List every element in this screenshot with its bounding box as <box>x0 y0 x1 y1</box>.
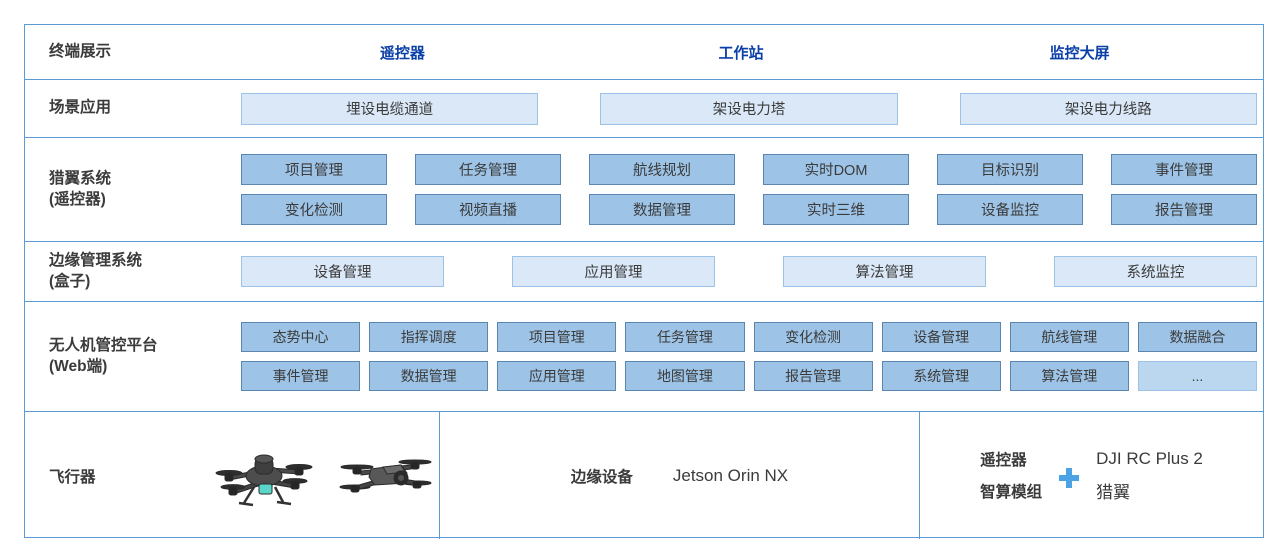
web-chip-system-management[interactable]: 系统管理 <box>881 361 1001 391</box>
row-label-terminal-display: 终端展示 <box>49 42 112 60</box>
row-terminal-display: 终端展示 遥控器 工作站 监控大屏 <box>25 25 1263 79</box>
web-chip-application-management[interactable]: 应用管理 <box>497 361 617 391</box>
edge-chip-device-management[interactable]: 设备管理 <box>241 256 444 287</box>
hardware-value-compute-module: 猎翼 <box>1096 483 1131 502</box>
web-chip-task-management[interactable]: 任务管理 <box>625 322 745 352</box>
row-label-lieyi-system: 猎翼系统 (遥控器) <box>25 169 233 211</box>
lieyi-chip-task-management[interactable]: 任务管理 <box>415 154 561 185</box>
lieyi-chip-route-planning[interactable]: 航线规划 <box>589 154 735 185</box>
lieyi-chip-change-detection[interactable]: 变化检测 <box>241 194 387 225</box>
scene-chip-cable-conduit[interactable]: 埋设电缆通道 <box>241 92 539 125</box>
edge-management-items: 设备管理 应用管理 算法管理 系统监控 <box>233 256 1257 287</box>
terminal-item-monitor-wall[interactable]: 监控大屏 <box>1049 44 1110 62</box>
row-uav-control-platform: 无人机管控平台 (Web端) 态势中心 指挥调度 项目管理 任务管理 变化检测 … <box>25 301 1263 411</box>
lieyi-chip-report-management[interactable]: 报告管理 <box>1111 194 1257 225</box>
web-chip-more[interactable]: ... <box>1137 361 1257 391</box>
web-chip-device-management[interactable]: 设备管理 <box>881 322 1001 352</box>
hardware-label-edge-device: 边缘设备 <box>570 468 633 486</box>
lieyi-chip-video-live[interactable]: 视频直播 <box>415 194 561 225</box>
scene-chip-power-line[interactable]: 架设电力线路 <box>959 92 1257 125</box>
web-chip-situation-center[interactable]: 态势中心 <box>241 322 361 352</box>
hardware-label-aircraft: 飞行器 <box>49 468 96 486</box>
row-hardware: 飞行器 <box>25 411 1263 539</box>
terminal-display-items: 遥控器 工作站 监控大屏 <box>233 42 1249 63</box>
web-chip-algorithm-management[interactable]: 算法管理 <box>1009 361 1129 391</box>
lieyi-chip-event-management[interactable]: 事件管理 <box>1111 154 1257 185</box>
quadcopter-drone-icon <box>215 454 313 506</box>
row-body-scene-application: 埋设电缆通道 架设电力塔 架设电力线路 <box>233 92 1263 125</box>
edge-chip-system-monitoring[interactable]: 系统监控 <box>1054 256 1257 287</box>
architecture-diagram: 终端展示 遥控器 工作站 监控大屏 场景应用 埋设电缆通道 架设电力塔 架设电力… <box>24 24 1264 539</box>
web-chip-route-management[interactable]: 航线管理 <box>1009 322 1129 352</box>
scene-application-items: 埋设电缆通道 架设电力塔 架设电力线路 <box>233 92 1257 125</box>
hardware-cell-aircraft: 飞行器 <box>25 412 439 539</box>
web-label-main: 无人机管控平台 <box>49 336 158 354</box>
edge-chip-application-management[interactable]: 应用管理 <box>512 256 715 287</box>
edge-label-sub: (盒子) <box>49 272 91 290</box>
hardware-cell-remote-controller: 遥控器 DJI RC Plus 2 智算模组 猎翼 <box>919 412 1263 539</box>
row-body-edge-management-system: 设备管理 应用管理 算法管理 系统监控 <box>233 256 1263 287</box>
web-chip-data-management[interactable]: 数据管理 <box>369 361 489 391</box>
row-body-lieyi-system: 项目管理 任务管理 航线规划 实时DOM 目标识别 事件管理 变化检测 视频直播… <box>233 154 1263 225</box>
row-label-edge-management-system: 边缘管理系统 (盒子) <box>25 251 233 293</box>
edge-chip-algorithm-management[interactable]: 算法管理 <box>783 256 986 287</box>
remote-controller-group: 遥控器 DJI RC Plus 2 智算模组 猎翼 <box>980 448 1203 503</box>
lieyi-label-sub: (遥控器) <box>49 190 106 208</box>
web-label-sub: (Web端) <box>49 357 108 375</box>
hardware-value-controller: DJI RC Plus 2 <box>1096 449 1203 468</box>
lieyi-chip-data-management[interactable]: 数据管理 <box>589 194 735 225</box>
web-chip-command-dispatch[interactable]: 指挥调度 <box>369 322 489 352</box>
plus-icon <box>1059 467 1080 488</box>
web-chip-change-detection[interactable]: 变化检测 <box>753 322 873 352</box>
row-body-terminal-display: 遥控器 工作站 监控大屏 <box>233 42 1263 63</box>
drone-images <box>209 440 439 512</box>
lieyi-chip-realtime-dom[interactable]: 实时DOM <box>763 154 909 185</box>
hardware-cell-edge-device: 边缘设备 Jetson Orin NX <box>439 412 919 539</box>
web-chip-data-fusion[interactable]: 数据融合 <box>1137 322 1257 352</box>
hardware-value-edge-device: Jetson Orin NX <box>672 465 789 485</box>
folding-drone-icon <box>339 459 432 492</box>
lieyi-chip-target-recognition[interactable]: 目标识别 <box>937 154 1083 185</box>
lieyi-chip-device-monitoring[interactable]: 设备监控 <box>937 194 1083 225</box>
edge-label-main: 边缘管理系统 <box>49 251 143 269</box>
web-chip-report-management[interactable]: 报告管理 <box>753 361 873 391</box>
lieyi-chip-project-management[interactable]: 项目管理 <box>241 154 387 185</box>
lieyi-items-row-1: 项目管理 任务管理 航线规划 实时DOM 目标识别 事件管理 <box>233 154 1257 185</box>
hardware-label-compute-module: 智算模组 <box>980 483 1043 501</box>
lieyi-label-main: 猎翼系统 <box>49 169 112 187</box>
web-items-row-2: 事件管理 数据管理 应用管理 地图管理 报告管理 系统管理 算法管理 ... <box>233 361 1257 391</box>
terminal-item-workstation[interactable]: 工作站 <box>718 44 764 62</box>
web-chip-map-management[interactable]: 地图管理 <box>625 361 745 391</box>
row-scene-application: 场景应用 埋设电缆通道 架设电力塔 架设电力线路 <box>25 79 1263 137</box>
lieyi-items-row-2: 变化检测 视频直播 数据管理 实时三维 设备监控 报告管理 <box>233 194 1257 225</box>
web-chip-event-management[interactable]: 事件管理 <box>241 361 361 391</box>
row-lieyi-system: 猎翼系统 (遥控器) 项目管理 任务管理 航线规划 实时DOM 目标识别 事件管… <box>25 137 1263 241</box>
lieyi-chip-realtime-3d[interactable]: 实时三维 <box>763 194 909 225</box>
row-body-uav-control-platform: 态势中心 指挥调度 项目管理 任务管理 变化检测 设备管理 航线管理 数据融合 … <box>233 322 1263 391</box>
row-label-scene-application: 场景应用 <box>49 99 112 117</box>
hardware-label-controller: 遥控器 <box>980 452 1027 469</box>
web-items-row-1: 态势中心 指挥调度 项目管理 任务管理 变化检测 设备管理 航线管理 数据融合 <box>233 322 1257 352</box>
row-edge-management-system: 边缘管理系统 (盒子) 设备管理 应用管理 算法管理 系统监控 <box>25 241 1263 301</box>
scene-chip-power-tower[interactable]: 架设电力塔 <box>600 92 898 125</box>
row-label-uav-control-platform: 无人机管控平台 (Web端) <box>25 336 233 378</box>
web-chip-project-management[interactable]: 项目管理 <box>497 322 617 352</box>
terminal-item-remote-controller[interactable]: 遥控器 <box>379 44 425 62</box>
